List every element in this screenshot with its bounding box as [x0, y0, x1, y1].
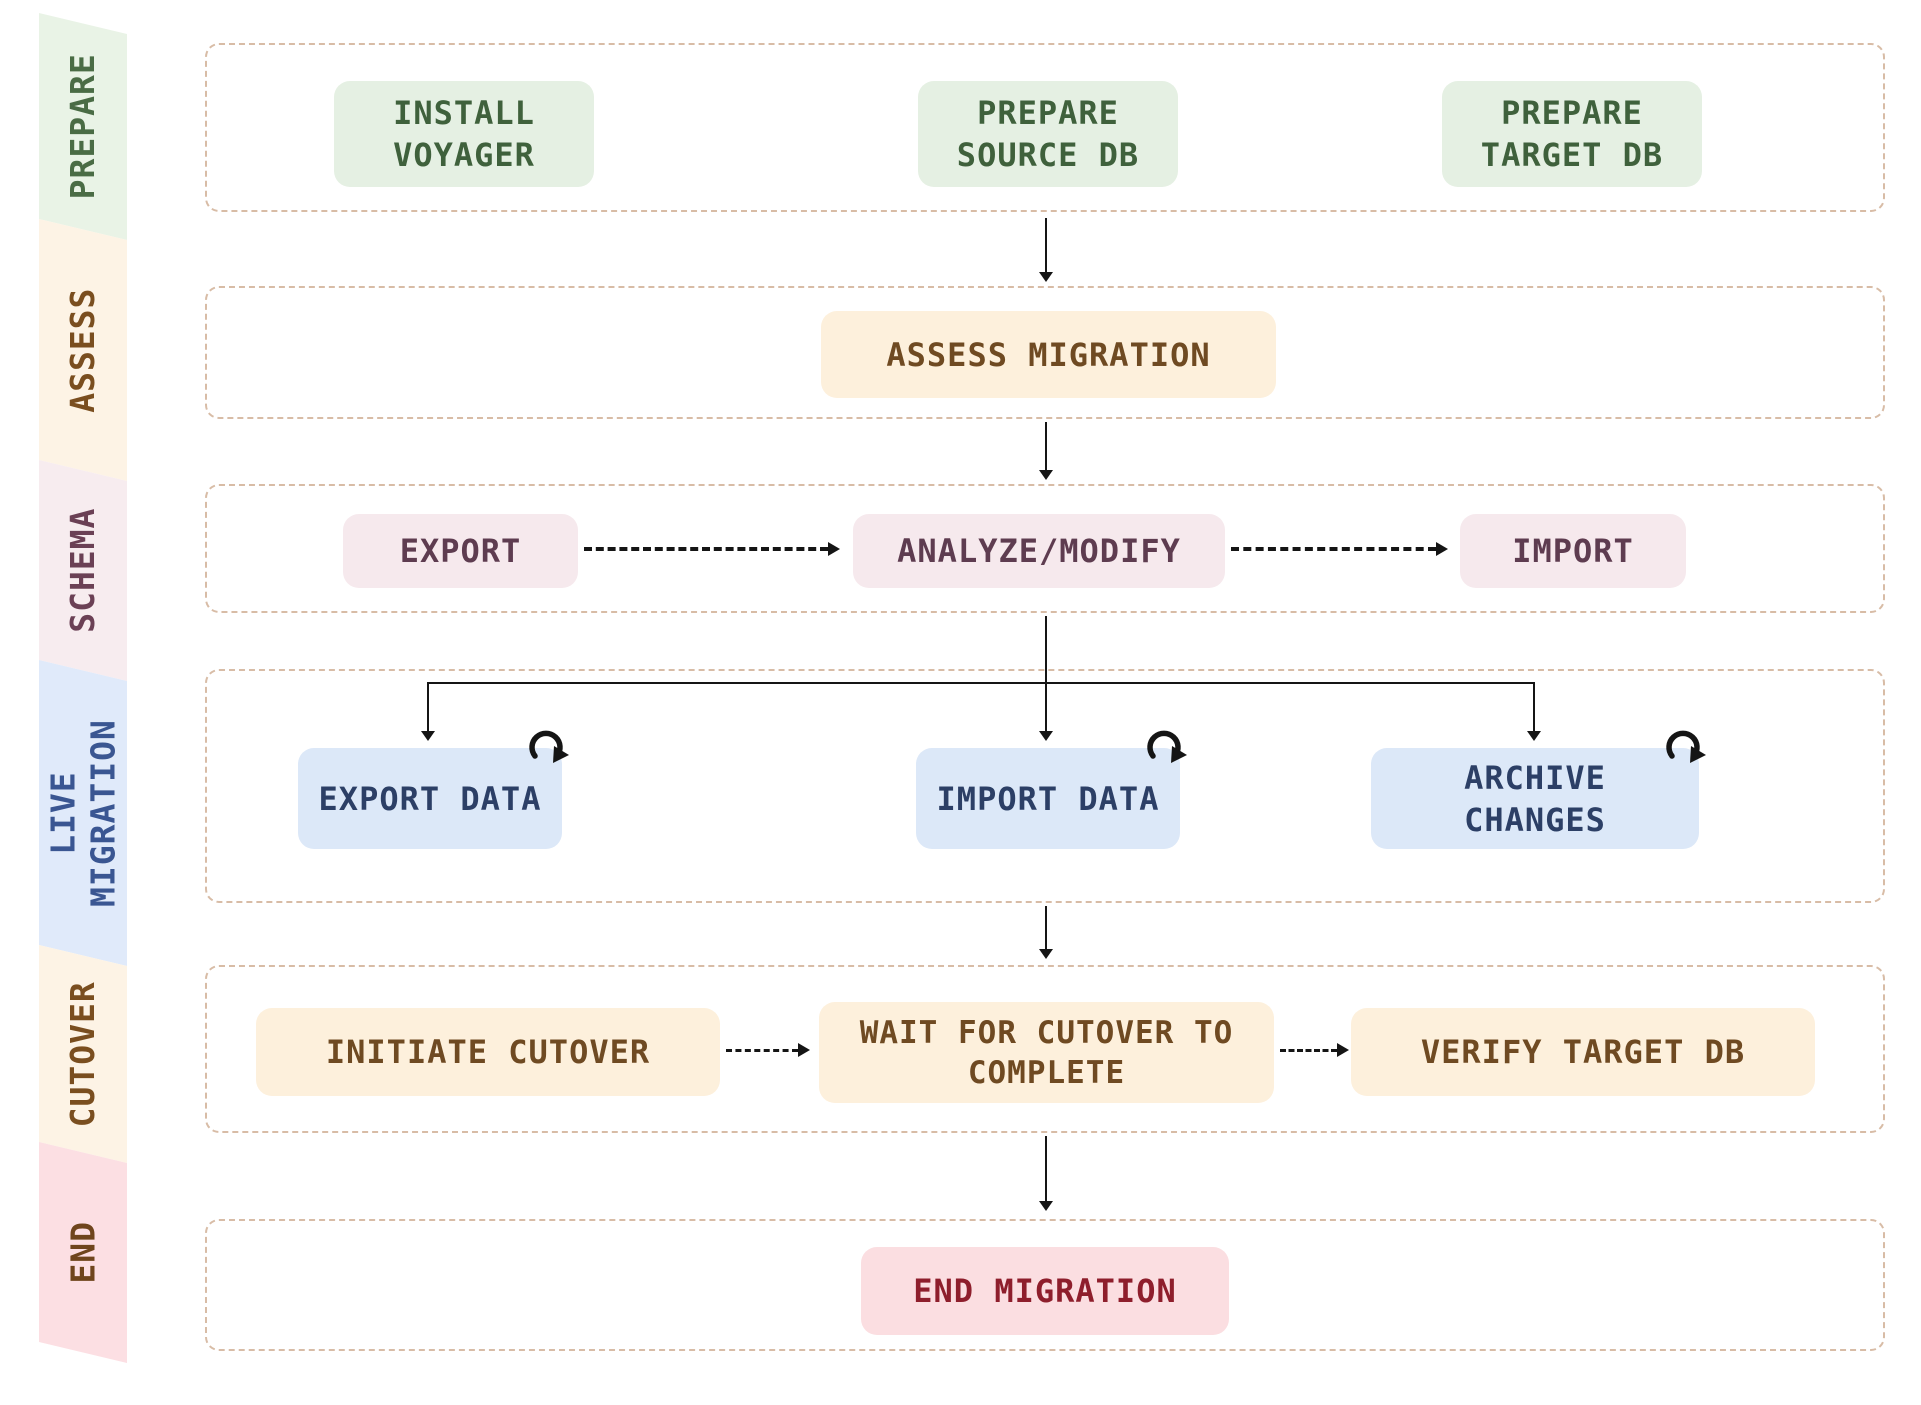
node-assess-migration: ASSESS MIGRATION [821, 311, 1276, 398]
node-export-schema: EXPORT [343, 514, 578, 588]
stage-label-assess: ASSESS [63, 287, 103, 413]
stage-band-schema: SCHEMA [39, 460, 127, 681]
dashed-arrow-initiate-to-wait [726, 1043, 810, 1057]
repeat-loop-icon [529, 730, 569, 763]
repeat-loop-icon [1666, 730, 1706, 763]
arrow-assess-to-schema [1039, 422, 1053, 480]
node-label: ASSESS MIGRATION [886, 335, 1211, 374]
node-install-voyager: INSTALL VOYAGER [334, 81, 594, 187]
node-label: IMPORT DATA [936, 779, 1160, 818]
stage-label-prepare: PREPARE [63, 53, 103, 200]
node-label: INITIATE CUTOVER [325, 1033, 651, 1071]
row-end: END MIGRATION [205, 1219, 1885, 1351]
stage-band-prepare: PREPARE [39, 13, 127, 240]
dashed-arrow-analyze-to-import [1231, 542, 1448, 556]
stage-label-end: END [63, 1221, 103, 1284]
row-assess: ASSESS MIGRATION [205, 286, 1885, 419]
stage-band-cutover: CUTOVER [39, 945, 127, 1163]
node-prepare-target-db: PREPARE TARGET DB [1442, 81, 1702, 187]
arrow-branch-to-import-data [1039, 682, 1053, 741]
node-end-migration: END MIGRATION [861, 1247, 1229, 1335]
node-initiate-cutover: INITIATE CUTOVER [256, 1008, 720, 1096]
stage-band-end: END [39, 1142, 127, 1363]
node-label: PREPARE TARGET DB [1480, 94, 1664, 174]
node-label: END MIGRATION [913, 1272, 1177, 1310]
stage-label-cutover: CUTOVER [63, 980, 103, 1128]
node-label: EXPORT [399, 532, 522, 570]
node-verify-target-db: VERIFY TARGET DB [1351, 1008, 1815, 1096]
node-wait-for-cutover: WAIT FOR CUTOVER TO COMPLETE [819, 1002, 1274, 1103]
node-prepare-source-db: PREPARE SOURCE DB [918, 81, 1178, 187]
arrow-live-to-cutover [1039, 906, 1053, 959]
node-export-data: EXPORT DATA [298, 730, 569, 849]
arrow-branch-to-export-data [421, 682, 435, 741]
node-analyze-modify: ANALYZE/MODIFY [853, 514, 1225, 588]
node-label: ARCHIVE CHANGES [1464, 758, 1606, 839]
node-label: VERIFY TARGET DB [1420, 1033, 1746, 1071]
row-prepare: INSTALL VOYAGER PREPARE SOURCE DB PREPAR… [205, 43, 1885, 212]
node-label: ANALYZE/MODIFY [897, 532, 1181, 570]
node-label: IMPORT [1512, 532, 1634, 570]
arrow-cutover-to-end [1039, 1136, 1053, 1211]
stage-band-assess: ASSESS [39, 219, 127, 481]
node-label: EXPORT DATA [318, 779, 542, 818]
node-label: INSTALL VOYAGER [393, 94, 535, 174]
arrow-prepare-to-assess [1039, 218, 1053, 282]
stage-label-live-migration: LIVE MIGRATION [43, 719, 122, 907]
row-cutover: INITIATE CUTOVER WAIT FOR CUTOVER TO COM… [205, 965, 1885, 1133]
arrow-schema-to-branch [1045, 616, 1047, 682]
stage-sidebar: PREPARE ASSESS SCHEMA LIVE MIGRATION CUT… [39, 13, 127, 1363]
node-archive-changes: ARCHIVE CHANGES [1371, 730, 1706, 849]
stage-band-live-migration: LIVE MIGRATION [39, 660, 127, 966]
stage-label-schema: SCHEMA [63, 507, 103, 634]
dashed-arrow-wait-to-verify [1280, 1043, 1349, 1057]
row-schema: EXPORT ANALYZE/MODIFY IMPORT [205, 484, 1885, 613]
node-label: WAIT FOR CUTOVER TO COMPLETE [859, 1014, 1234, 1091]
branch-rail [427, 682, 1534, 684]
node-import-schema: IMPORT [1460, 514, 1686, 588]
dashed-arrow-export-to-analyze [584, 542, 840, 556]
node-import-data: IMPORT DATA [916, 730, 1187, 849]
node-label: PREPARE SOURCE DB [956, 94, 1140, 174]
arrow-branch-to-archive-changes [1527, 682, 1541, 741]
repeat-loop-icon [1147, 730, 1187, 763]
